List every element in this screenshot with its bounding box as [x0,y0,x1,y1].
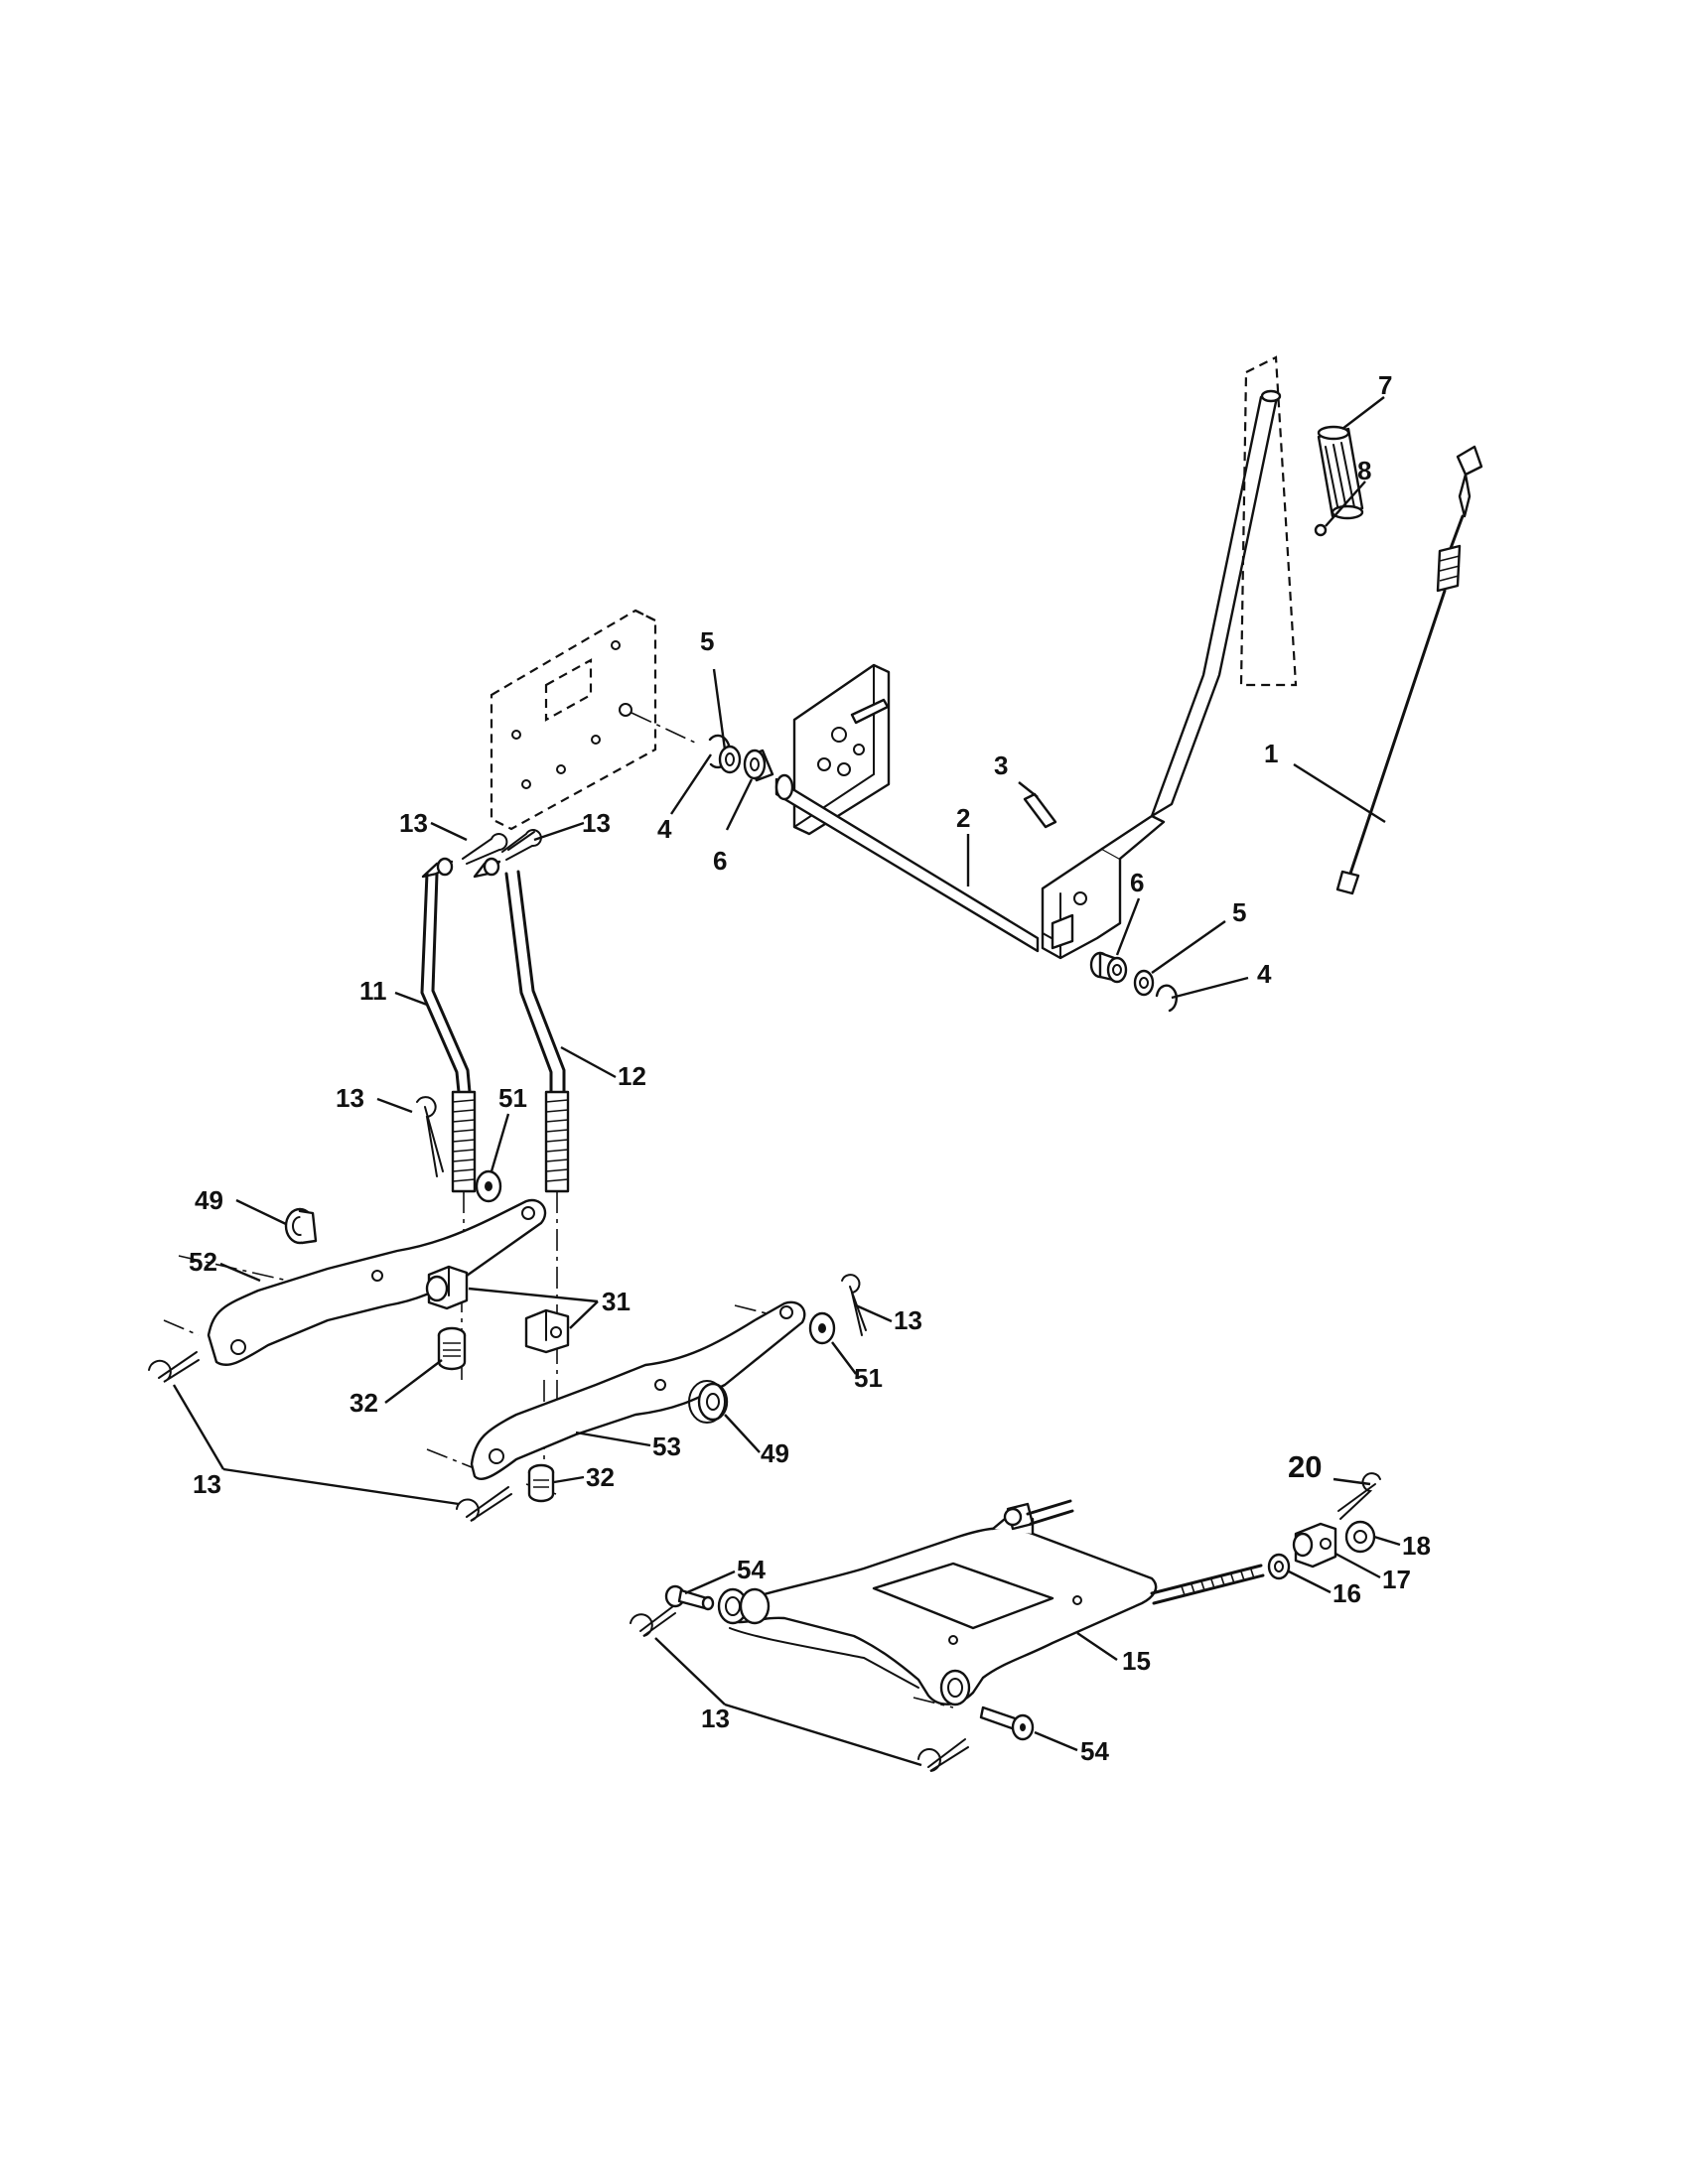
flange-bushing-49-left [284,1207,318,1245]
callout-54-bottom: 54 [1080,1736,1109,1766]
callout-4-right: 4 [1257,959,1272,989]
callout-13-mid-left: 13 [336,1083,364,1113]
callout-1: 1 [1264,739,1278,768]
adjusting-nut-16 [1267,1553,1291,1580]
frame-bracket-outline [490,609,696,831]
callout-13-top-right: 13 [582,808,611,838]
callout-15: 15 [1122,1646,1151,1676]
callout-13-bottom-left: 13 [193,1469,221,1499]
lift-lever-handle [1041,389,1282,960]
callout-20: 20 [1288,1449,1322,1484]
callout-6-right: 6 [1130,868,1144,897]
hairpin-clip-mid [416,1096,444,1177]
callout-51-right: 51 [854,1363,883,1393]
trunnion-31-left [425,1265,469,1310]
adjusting-rod [1150,1564,1265,1605]
hairpin-clip-front-2 [917,1738,969,1772]
lift-link-12 [473,857,570,1193]
wing-nut-18 [1344,1520,1376,1554]
lift-arm-53 [470,1300,806,1481]
callout-6-left: 6 [713,846,727,876]
lock-nut-32-right [527,1463,555,1503]
bracket-stud [991,1499,1074,1536]
leader-lines [172,396,1401,1767]
trunnion-17 [1292,1522,1337,1569]
callout-3: 3 [994,751,1008,780]
hairpin-clip-right-mid [841,1274,867,1336]
callout-8: 8 [1357,456,1371,485]
grip-plug [1314,523,1328,537]
callout-13-front: 13 [701,1704,730,1733]
hairpin-clip-bottom-left-1 [148,1351,200,1383]
callout-5-left: 5 [700,626,714,656]
front-hanger-bracket [717,1527,1158,1706]
trunnion-31-right [524,1308,570,1354]
shoulder-bolt-54-bottom [979,1706,1035,1741]
callout-4-left: 4 [657,814,672,844]
callout-18: 18 [1402,1531,1431,1561]
bushing-left [743,749,774,782]
lift-arm-52 [207,1198,547,1367]
callout-32-left: 32 [350,1388,378,1418]
handle-grip [1317,425,1364,520]
hairpin-clip-front-1 [630,1605,676,1637]
callout-17: 17 [1382,1565,1411,1594]
flat-washer-51-right [808,1311,836,1345]
hairpin-clip-20 [1337,1472,1381,1520]
shoulder-bolt-54-top [664,1584,715,1611]
callout-31: 31 [602,1287,631,1316]
callout-7: 7 [1378,370,1392,400]
hairpin-clip-top-right [501,829,542,861]
dash-panel-outline [1239,355,1298,687]
callout-32-right: 32 [586,1462,615,1492]
roll-pin [1023,792,1057,829]
callout-12: 12 [618,1061,646,1091]
flange-bushing-49-right [688,1380,729,1424]
callout-51-left: 51 [498,1083,527,1113]
callout-49-right: 49 [761,1438,789,1468]
callout-49-left: 49 [195,1185,223,1215]
lift-shaft-assembly [774,663,1040,953]
callout-2: 2 [956,803,970,833]
callout-13-mid-right: 13 [894,1305,922,1335]
bushing-right [1089,951,1128,984]
lift-cable [1335,445,1483,895]
hairpin-clip-top-left [462,833,508,865]
flat-washer-51-left [475,1169,502,1203]
callout-labels: 1 2 3 4 4 5 5 6 6 7 8 11 12 13 13 13 13 … [189,370,1431,1766]
lift-link-11 [420,857,477,1193]
hairpin-clip-bottom-left-2 [456,1486,512,1522]
callout-5-right: 5 [1232,897,1246,927]
callout-16: 16 [1333,1578,1361,1608]
washer-right [1133,969,1155,997]
callout-52: 52 [189,1247,217,1277]
retaining-ring-right [1155,984,1178,1013]
callout-53: 53 [652,1432,681,1461]
callout-13-top-left: 13 [399,808,428,838]
callout-54-top: 54 [737,1555,766,1584]
lock-nut-32-left [437,1326,467,1371]
washer-left [718,745,742,774]
callout-11: 11 [359,976,387,1006]
